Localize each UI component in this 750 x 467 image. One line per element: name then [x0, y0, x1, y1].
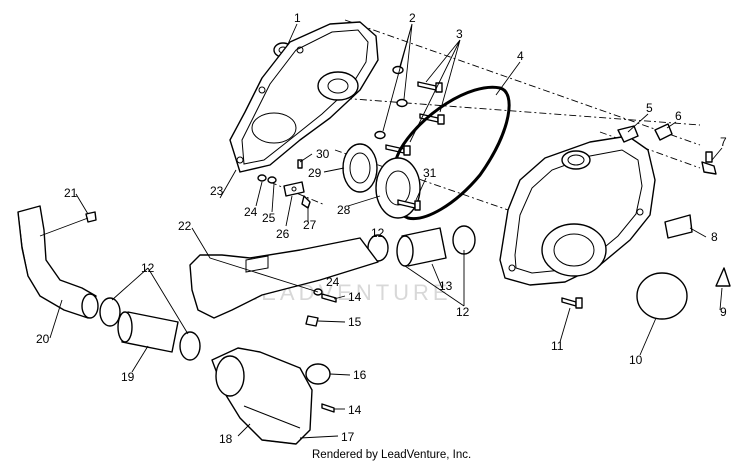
callout-16: 16	[353, 368, 367, 382]
part-7-screw	[701, 151, 717, 175]
part-5-outer-cover	[499, 125, 656, 286]
callout-15: 15	[348, 315, 362, 329]
callout-11: 11	[551, 339, 564, 353]
callout-20: 20	[36, 332, 50, 346]
part-20-elbow-duct	[17, 205, 99, 319]
callout-3: 3	[456, 27, 463, 41]
part-16-clamp	[305, 363, 331, 385]
callout-24a: 24	[244, 205, 258, 219]
part-11-screw	[561, 297, 583, 309]
callout-labels: 1 2 3 4 5 6 7 8 9 10 11 12 12 12 13 14 1…	[36, 11, 727, 446]
callout-30: 30	[316, 147, 330, 161]
callout-12b: 12	[141, 261, 155, 275]
part-3-bolts	[385, 81, 445, 156]
part-9-warning-decal	[715, 267, 731, 287]
callout-14a: 14	[348, 290, 362, 304]
callout-19: 19	[121, 370, 135, 384]
part-21-screw	[85, 211, 97, 223]
part-28-bearing-plate	[375, 157, 421, 219]
part-22-intake-duct	[189, 237, 379, 319]
callout-23: 23	[210, 184, 224, 198]
callout-14b: 14	[348, 403, 362, 417]
callout-22: 22	[178, 219, 192, 233]
callout-5: 5	[646, 101, 653, 115]
part-13-duct-sleeve	[396, 227, 447, 267]
part-24-30-hardware	[257, 159, 311, 209]
callout-9: 9	[720, 305, 727, 319]
callout-8: 8	[711, 230, 718, 244]
callout-17: 17	[341, 430, 355, 444]
callout-4: 4	[517, 49, 524, 63]
callout-25: 25	[262, 211, 276, 225]
part-17-18-housing	[211, 347, 313, 445]
callout-27: 27	[303, 218, 317, 232]
part-19-sleeve	[117, 311, 179, 353]
callout-10: 10	[629, 353, 643, 367]
callout-1: 1	[294, 11, 301, 25]
callout-31: 31	[423, 166, 437, 180]
callout-12c: 12	[371, 226, 385, 240]
callout-18: 18	[219, 432, 233, 446]
callout-21: 21	[64, 186, 78, 200]
part-23-inner-cover	[229, 21, 379, 173]
part-31-bolt	[397, 199, 421, 211]
callout-24b: 24	[326, 275, 340, 289]
callout-7: 7	[720, 135, 727, 149]
callout-29: 29	[308, 166, 322, 180]
credit-text: Rendered by LeadVenture, Inc.	[312, 449, 472, 461]
part-10-gasket-disc	[636, 272, 688, 320]
callout-2: 2	[409, 11, 416, 25]
callout-6: 6	[675, 109, 682, 123]
leader-lines	[39, 23, 723, 439]
part-2-washers	[374, 65, 408, 140]
part-14-15-hardware	[305, 288, 337, 413]
callout-12a: 12	[456, 305, 470, 319]
part-8-decal	[664, 214, 693, 239]
callout-13: 13	[439, 279, 453, 293]
callout-26: 26	[276, 227, 290, 241]
callout-28: 28	[337, 203, 351, 217]
part-29-seal	[342, 143, 378, 193]
